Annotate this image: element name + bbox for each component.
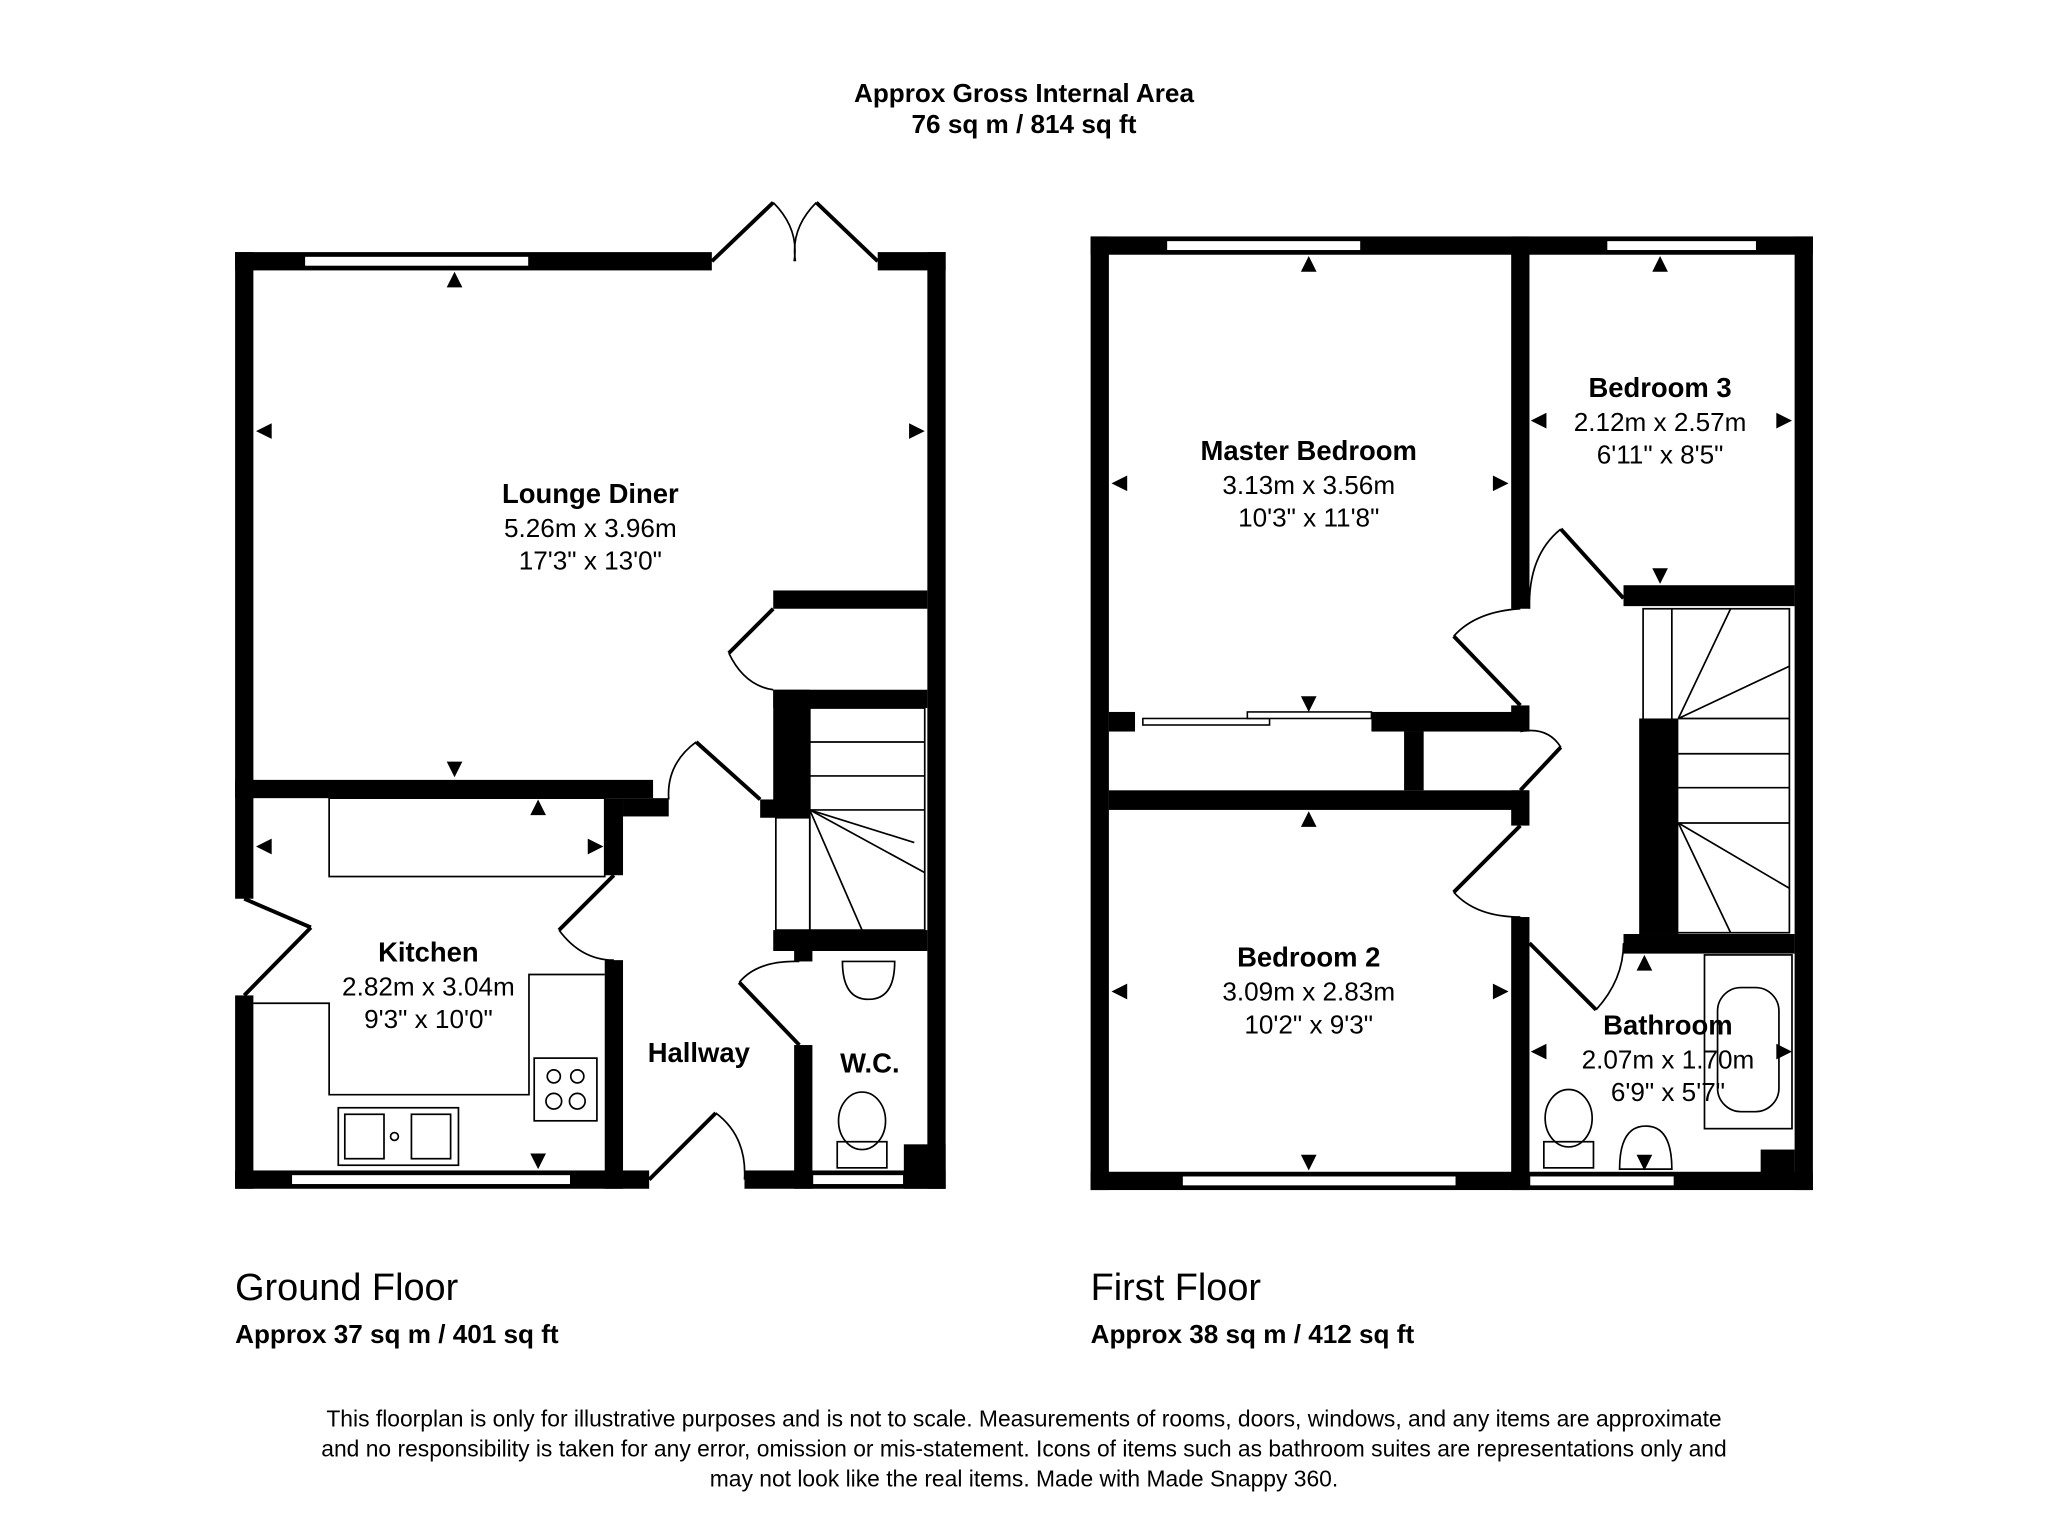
window xyxy=(303,255,530,268)
room-metric-bathroom: 2.07m x 1.70m xyxy=(1582,1045,1755,1075)
hob-icon xyxy=(533,1057,598,1122)
disclaimer-line: This floorplan is only for illustrative … xyxy=(326,1405,1721,1431)
first-floor-plan: Master Bedroom 3.13m x 3.56m 10'3" x 11'… xyxy=(1090,236,1813,1191)
doors xyxy=(1452,527,1625,1012)
wc-fixtures xyxy=(836,960,896,1169)
room-name-kitchen: Kitchen xyxy=(378,936,479,967)
room-name-lounge-diner: Lounge Diner xyxy=(502,478,679,509)
room-metric-bedroom-3: 2.12m x 2.57m xyxy=(1574,407,1747,437)
room-name-hallway: Hallway xyxy=(648,1037,751,1068)
dimension-arrows xyxy=(1111,256,1792,1171)
ground-floor-title: Ground Floor xyxy=(235,1267,458,1309)
disclaimer-line: and no responsibility is taken for any e… xyxy=(321,1436,1726,1462)
room-imperial-bedroom-3: 6'11" x 8'5" xyxy=(1597,440,1724,470)
bathroom-fixtures xyxy=(1542,954,1793,1171)
dimension-arrows xyxy=(256,271,925,1170)
room-metric-lounge-diner: 5.26m x 3.96m xyxy=(504,513,677,543)
french-doors xyxy=(710,201,880,263)
walls xyxy=(235,252,946,1189)
toilet-icon xyxy=(1544,1088,1594,1148)
room-name-bathroom: Bathroom xyxy=(1603,1010,1732,1041)
toilet-icon xyxy=(837,1091,887,1151)
room-imperial-bedroom-2: 10'2" x 9'3" xyxy=(1244,1009,1373,1039)
staircase xyxy=(774,707,926,931)
window xyxy=(290,1173,572,1186)
room-name-master-bedroom: Master Bedroom xyxy=(1201,435,1417,466)
doors xyxy=(242,607,801,1181)
window xyxy=(1528,1174,1676,1187)
room-metric-kitchen: 2.82m x 3.04m xyxy=(342,971,515,1001)
window xyxy=(1165,239,1362,252)
gross-area-title: Approx Gross Internal Area xyxy=(854,78,1194,108)
room-imperial-kitchen: 9'3" x 10'0" xyxy=(364,1004,493,1034)
room-imperial-bathroom: 6'9" x 5'7" xyxy=(1611,1077,1725,1107)
first-floor-title: First Floor xyxy=(1091,1267,1261,1309)
wardrobe-sliding-doors xyxy=(1142,711,1373,726)
gross-area-value: 76 sq m / 814 sq ft xyxy=(912,109,1137,139)
kitchen-units xyxy=(253,797,606,1167)
window xyxy=(811,1173,905,1186)
window xyxy=(1181,1174,1458,1187)
room-name-bedroom-3: Bedroom 3 xyxy=(1588,372,1731,403)
room-imperial-lounge-diner: 17'3" x 13'0" xyxy=(519,546,662,576)
sink-icon xyxy=(337,1106,460,1167)
room-name-wc: W.C. xyxy=(840,1047,899,1078)
room-metric-bedroom-2: 3.09m x 2.83m xyxy=(1222,977,1395,1007)
room-metric-master-bedroom: 3.13m x 3.56m xyxy=(1222,470,1395,500)
disclaimer-line: may not look like the real items. Made w… xyxy=(710,1466,1338,1492)
staircase xyxy=(1642,607,1791,934)
room-name-bedroom-2: Bedroom 2 xyxy=(1237,942,1380,973)
window xyxy=(1605,239,1758,252)
basin-icon xyxy=(841,960,896,1001)
basin-icon xyxy=(1618,1125,1673,1171)
room-imperial-master-bedroom: 10'3" x 11'8" xyxy=(1238,502,1379,532)
ground-floor-area: Approx 37 sq m / 401 sq ft xyxy=(235,1319,559,1349)
bath-icon xyxy=(1703,954,1793,1130)
first-floor-area: Approx 38 sq m / 412 sq ft xyxy=(1091,1319,1415,1349)
ground-floor-plan: Lounge Diner 5.26m x 3.96m 17'3" x 13'0"… xyxy=(235,201,946,1189)
